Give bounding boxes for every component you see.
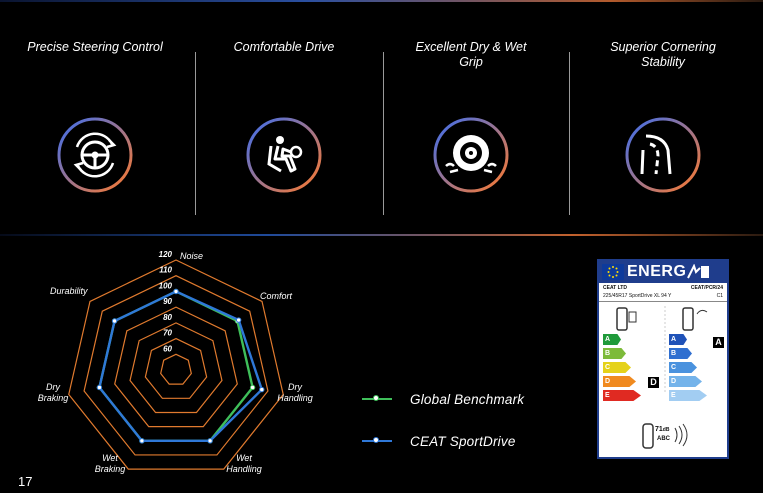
radar-ring (98, 290, 254, 442)
legend-swatch (362, 395, 392, 401)
eu-flag-icon (602, 264, 624, 280)
legend-swatch (362, 437, 392, 443)
energy-title: ENERG (627, 263, 687, 280)
radar-series-line (98, 290, 264, 442)
axis-label-wet-braking: Wet Braking (94, 453, 126, 474)
label-class: C1 (716, 293, 723, 299)
noise-speaker-icon (642, 423, 688, 449)
label-brand: CEAT LTD (603, 285, 627, 291)
feature-cornering: Superior Cornering Stability (568, 40, 758, 194)
grade-bar: A (603, 334, 621, 345)
radar-point (111, 318, 118, 324)
noise-unit: dB (662, 427, 670, 433)
axis-label-noise: Noise (180, 251, 204, 261)
axis-label-dry-handling: Dry Handling (277, 382, 313, 403)
section-divider-line (0, 234, 763, 236)
column-divider (569, 52, 570, 215)
radar-ring (68, 259, 284, 470)
radar-point (235, 317, 242, 323)
radar-point (259, 386, 265, 393)
scale-tick-label: 110 (159, 266, 172, 275)
scale-tick-label: 90 (163, 297, 172, 306)
radar-ring (144, 337, 208, 399)
radar-ring (129, 322, 223, 414)
grade-bar: B (669, 348, 692, 359)
scale-tick-label: 80 (163, 313, 172, 322)
feature-title: Excellent Dry & Wet Grip (415, 40, 527, 69)
radar-series-line (98, 290, 254, 442)
legend-ceat-sportdrive: CEAT SportDrive (362, 431, 516, 451)
label-tyre: 225/45R17 SportDrive XL 94 Y (603, 293, 672, 299)
grade-bar: A (669, 334, 687, 345)
wheel-splash-icon (432, 116, 510, 194)
steering-rotate-icon (56, 116, 134, 194)
axis-label-durability: Durability (50, 286, 88, 296)
curved-road-icon (624, 116, 702, 194)
feature-comfort: Comfortable Drive (189, 40, 379, 194)
feature-title: Comfortable Drive (233, 40, 335, 54)
page-number: 17 (18, 474, 33, 489)
grade-bar: B (603, 348, 626, 359)
noise-db: 71 (655, 426, 663, 433)
radar-ring (83, 275, 269, 456)
radar-point (96, 384, 103, 391)
legend-label: Global Benchmark (410, 391, 525, 407)
scale-tick-label: 120 (159, 250, 173, 259)
scale-tick-label: 100 (159, 281, 173, 290)
axis-label-wet-handling: Wet Handling (226, 453, 262, 474)
feature-steering: Precise Steering Control (0, 40, 190, 194)
label-tyre-row: 225/45R17 SportDrive XL 94 Y C1 (599, 293, 727, 302)
noise-class: ABC (657, 436, 670, 442)
feature-title: Superior Cornering Stability (610, 40, 716, 69)
radar-chart: 120 110 100 90 80 70 60 (68, 250, 284, 470)
grade-bar: D (603, 376, 636, 387)
grade-bar: D (669, 376, 702, 387)
noise-value: 71dB (655, 426, 669, 433)
scale-tick-label: 70 (163, 329, 172, 338)
axis-label-dry-braking: Dry Braking (37, 382, 69, 403)
label-code: CEAT/PCR/24 (690, 285, 723, 291)
grade-bar: E (603, 390, 641, 401)
energy-header: ENERG (599, 261, 727, 283)
column-divider (383, 52, 384, 215)
seated-driver-icon (245, 116, 323, 194)
noise-section: 71dB ABC (599, 422, 727, 452)
radar-point (173, 288, 179, 295)
energy-plug-icon (687, 264, 710, 279)
scale-tick-label: 60 (163, 344, 172, 353)
radar-ring (114, 306, 238, 428)
fuel-rating-badge: D (648, 377, 659, 388)
axis-label-comfort: Comfort (260, 291, 293, 301)
feature-title: Precise Steering Control (27, 40, 163, 54)
radar-ring (160, 353, 192, 385)
legend-label: CEAT SportDrive (410, 433, 516, 449)
eu-tyre-label: ENERG CEAT LTD CEAT/PCR/24 225/45R17 Spo… (597, 259, 729, 459)
legend-global-benchmark: Global Benchmark (362, 389, 524, 409)
grade-bar: C (669, 362, 697, 373)
column-divider (195, 52, 196, 215)
feature-grip: Excellent Dry & Wet Grip (376, 40, 566, 194)
grade-bar: E (669, 390, 707, 401)
label-brand-row: CEAT LTD CEAT/PCR/24 (599, 283, 727, 293)
radar-point (139, 438, 145, 444)
radar-point (207, 438, 213, 444)
grade-bar: C (603, 362, 631, 373)
wet-rating-badge: A (713, 337, 724, 348)
top-divider-line (0, 0, 763, 2)
radar-point (249, 384, 256, 391)
